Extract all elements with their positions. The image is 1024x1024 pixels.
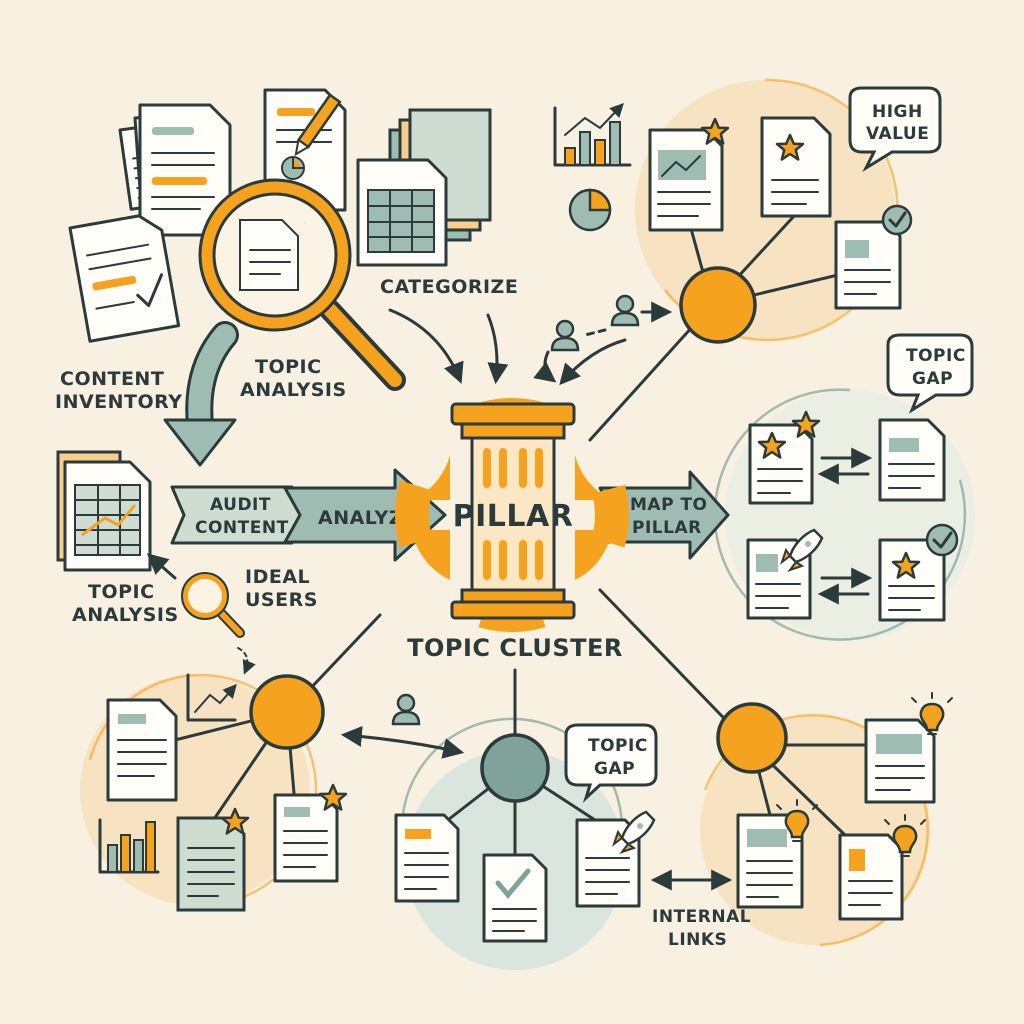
pie-chart-icon bbox=[568, 188, 612, 232]
pillar-label: PILLAR bbox=[453, 499, 574, 534]
line-chart-icon bbox=[186, 673, 237, 722]
spreadsheet-icon bbox=[56, 450, 152, 572]
topic-analysis-left-label-2: ANALYSIS bbox=[72, 604, 179, 626]
ideal-users-label-1: IDEAL bbox=[245, 566, 310, 588]
cluster-bottom-right bbox=[716, 691, 954, 921]
audit-content-label-1: AUDIT bbox=[210, 495, 271, 515]
topic-cluster-label: TOPIC CLUSTER bbox=[407, 634, 623, 662]
topic-gap-bottom-label-1: TOPIC bbox=[588, 736, 648, 756]
user-icon bbox=[610, 294, 640, 327]
topic-analysis-top-label-2: ANALYSIS bbox=[240, 379, 347, 401]
categorize-label: CATEGORIZE bbox=[380, 276, 518, 298]
bar-chart-icon bbox=[553, 102, 632, 167]
user-icon bbox=[391, 693, 421, 726]
speech-bubble-topic-gap-right: TOPIC GAP bbox=[886, 333, 974, 414]
checkmark-icon bbox=[925, 523, 959, 557]
high-value-label-2: VALUE bbox=[866, 124, 929, 144]
audit-content-label-2: CONTENT bbox=[195, 518, 289, 538]
speech-bubble-topic-gap-bottom: TOPIC GAP bbox=[564, 723, 658, 803]
topic-analysis-left-label-1: TOPIC bbox=[88, 581, 155, 603]
ideal-users-label-2: USERS bbox=[245, 589, 318, 611]
cluster-bottom bbox=[394, 733, 656, 943]
magnifier-icon bbox=[181, 572, 245, 638]
internal-links-label-1: INTERNAL bbox=[652, 907, 751, 927]
map-to-pillar-label-2: PILLAR bbox=[632, 518, 702, 538]
checkmark-icon bbox=[881, 204, 913, 236]
analyze-label: ANALYZE bbox=[318, 507, 416, 529]
bar-chart-icon bbox=[98, 818, 160, 874]
cluster-bottom-left bbox=[98, 673, 348, 912]
cluster-node-top-right bbox=[679, 266, 757, 344]
spreadsheet-icon bbox=[356, 158, 448, 267]
map-to-pillar-label-1: MAP TO bbox=[630, 495, 708, 515]
topic-analysis-top-label-1: TOPIC bbox=[255, 356, 322, 378]
cluster-node-bottom-left bbox=[249, 674, 325, 750]
content-inventory-stack bbox=[68, 88, 492, 343]
cluster-node-bottom bbox=[480, 733, 550, 803]
pencil-icon bbox=[294, 93, 342, 157]
cluster-node-bottom-right bbox=[716, 702, 788, 774]
pillar-icon: PILLAR bbox=[395, 398, 629, 632]
high-value-label-1: HIGH bbox=[872, 102, 923, 122]
content-inventory-label-1: CONTENT bbox=[60, 368, 164, 390]
content-inventory-label-2: INVENTORY bbox=[55, 391, 183, 413]
cluster-right bbox=[746, 410, 959, 622]
magnifier-icon bbox=[198, 178, 406, 391]
user-icon bbox=[550, 319, 580, 352]
internal-links-label-2: LINKS bbox=[668, 930, 727, 950]
topic-gap-right-label-1: TOPIC bbox=[906, 346, 966, 366]
topic-gap-right-label-2: GAP bbox=[912, 369, 953, 389]
speech-bubble-high-value: HIGH VALUE bbox=[848, 86, 942, 173]
cluster-top-right bbox=[648, 116, 913, 344]
topic-gap-bottom-label-2: GAP bbox=[594, 759, 635, 779]
